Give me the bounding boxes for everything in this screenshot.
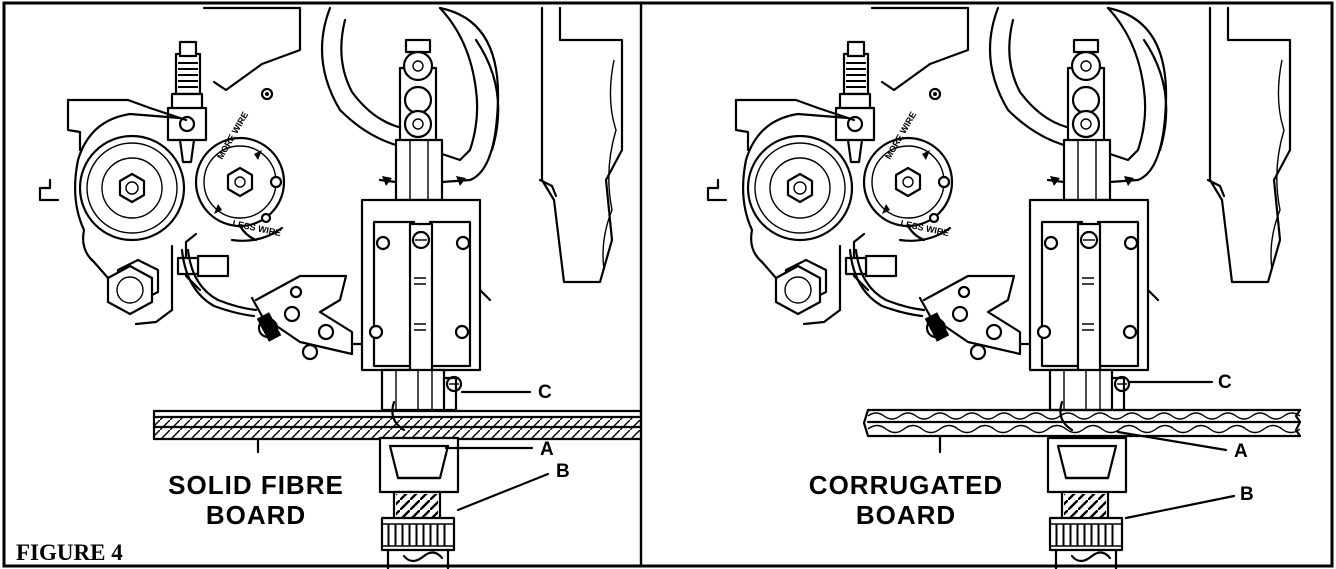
right-clincher bbox=[1046, 436, 1128, 569]
left-callout-b: B bbox=[556, 461, 570, 482]
left-solid-fibre-board bbox=[152, 409, 642, 441]
right-callout-a: A bbox=[1234, 441, 1248, 462]
right-board-label-line1: CORRUGATED bbox=[809, 470, 1003, 500]
right-board-label-line2: BOARD bbox=[856, 500, 956, 530]
right-callout-b: B bbox=[1240, 484, 1254, 505]
left-leader-b bbox=[456, 472, 550, 512]
left-callout-c: C bbox=[538, 382, 552, 403]
left-stitcher-head bbox=[38, 6, 624, 432]
right-corrugated-board bbox=[862, 408, 1302, 438]
right-panel: MORE WIRE LESS WIRE A B C CORRUGATED BOA… bbox=[706, 6, 1302, 569]
right-leader-b bbox=[1124, 494, 1236, 520]
right-leader-a bbox=[1116, 430, 1228, 452]
left-board-label-line1: SOLID FIBRE bbox=[168, 470, 344, 500]
left-clincher bbox=[378, 436, 460, 569]
left-panel: MORE WIRE LESS WIRE A B C SOLID FIBRE BO… bbox=[16, 6, 642, 569]
figure-label: FIGURE 4 bbox=[16, 540, 123, 565]
left-callout-a: A bbox=[540, 439, 554, 460]
right-callout-c: C bbox=[1218, 372, 1232, 393]
left-board-label-line2: BOARD bbox=[206, 500, 306, 530]
right-stitcher-head bbox=[706, 6, 1292, 432]
